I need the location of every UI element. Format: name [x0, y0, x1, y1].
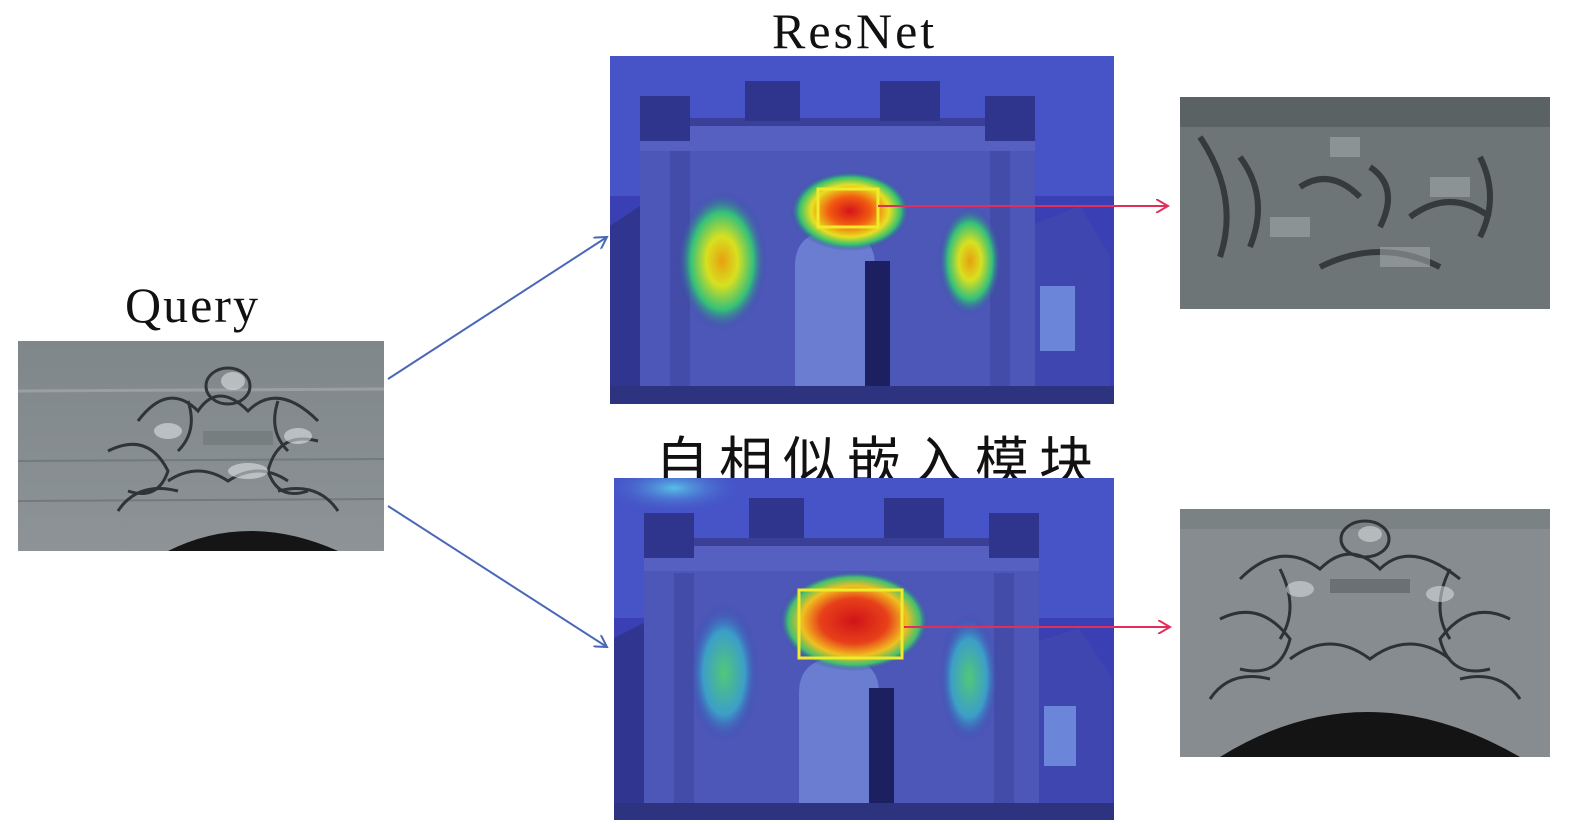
self-similar-highlight-box — [797, 588, 904, 660]
resnet-heatmap-image — [610, 56, 1114, 404]
resnet-label: ResNet — [772, 3, 938, 59]
resnet-highlight-box — [816, 187, 880, 229]
self-similar-heatmap-image — [614, 478, 1114, 820]
resnet-retrieved-crop — [1180, 97, 1550, 309]
self-similar-retrieved-crop — [1180, 509, 1550, 757]
arrow-query-to-resnet — [387, 237, 607, 380]
query-label: Query — [125, 277, 260, 333]
arrow-query-to-self-similar — [387, 505, 607, 647]
query-image — [18, 341, 384, 551]
